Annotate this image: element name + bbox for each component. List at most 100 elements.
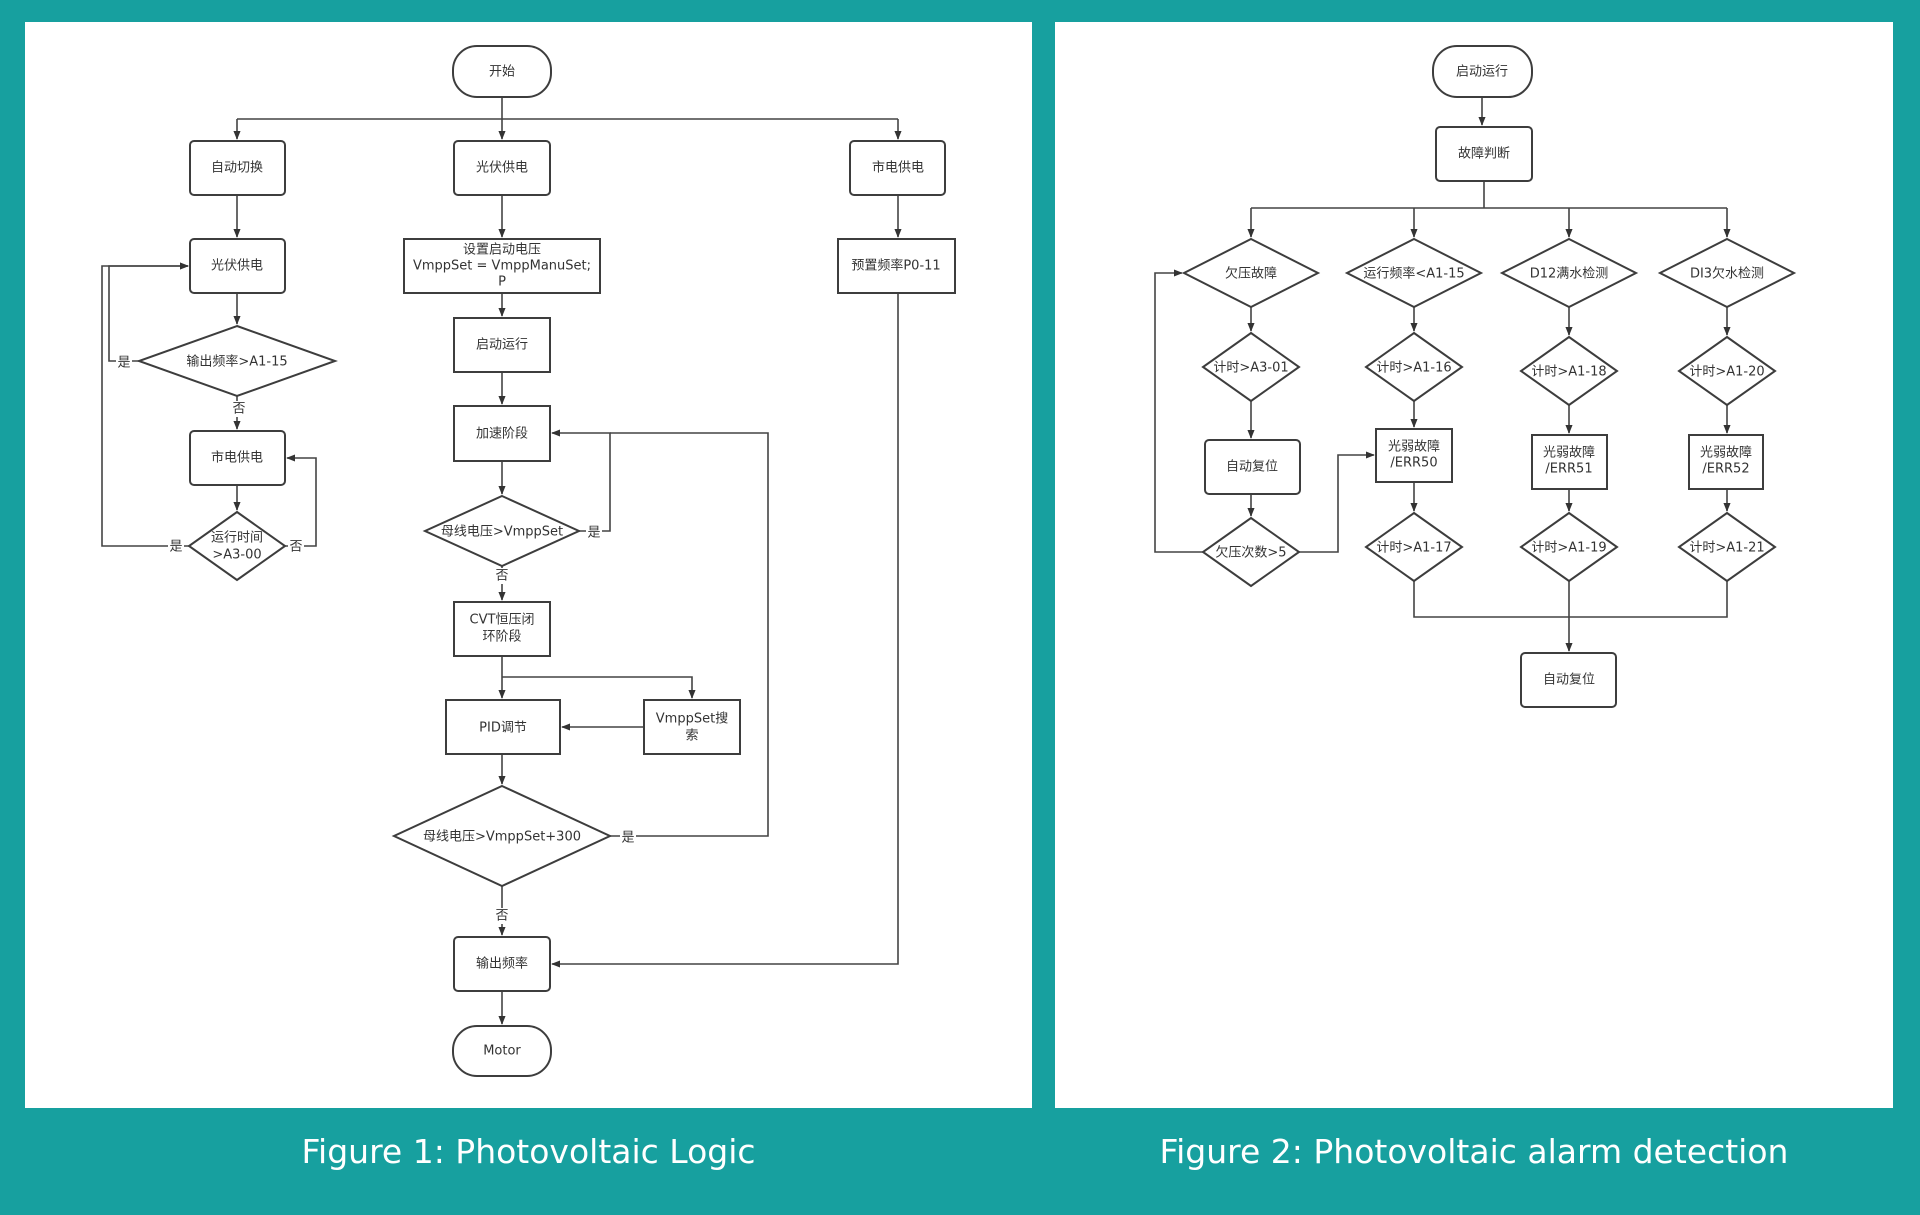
node2-run-freq-check: 运行频率<A1-15 [1344, 237, 1484, 309]
label-freq-no: 否 [232, 402, 245, 417]
node-vmpp-search-label-1: VmppSet搜 [656, 712, 728, 727]
label-bus2-no: 否 [495, 909, 508, 924]
node-set-start-voltage-label-1: 设置启动电压 [463, 243, 541, 258]
node2-auto-reset-final: 自动复位 [1520, 652, 1617, 708]
node2-timer-a1-17: 计时>A1-17 [1364, 511, 1464, 583]
node-set-start-voltage: 设置启动电压 VmppSet = VmppManuSet; P [403, 238, 601, 294]
node2-err52-label-1: 光弱故障 [1700, 446, 1752, 461]
node2-undervoltage-count-label: 欠压次数>5 [1215, 545, 1286, 561]
edge2-merge-line [1413, 581, 1728, 618]
node2-err51-label-2: /ERR51 [1545, 462, 1592, 477]
node-cvt-stage-label-1: CVT恒压闭 [470, 613, 535, 628]
node-accel-stage: 加速阶段 [453, 405, 551, 462]
edge2-count-loop [1154, 269, 1203, 553]
node2-timer-a1-19-label: 计时>A1-19 [1531, 541, 1606, 556]
node2-err51: 光弱故障 /ERR51 [1531, 434, 1608, 490]
node2-undervoltage: 欠压故障 [1181, 237, 1321, 309]
node2-undervoltage-count: 欠压次数>5 [1201, 516, 1301, 588]
node2-start-run: 启动运行 [1432, 45, 1533, 98]
node-start-label: 开始 [489, 65, 515, 80]
label-freq-yes: 是 [117, 356, 130, 371]
node-pv-supply-mid: 光伏供电 [453, 140, 551, 196]
node-cvt-stage: CVT恒压闭 环阶段 [453, 601, 551, 657]
edge-bus2-yes [610, 432, 769, 837]
node-pid: PID调节 [445, 699, 561, 755]
label-runtime-no: 否 [289, 540, 302, 555]
edge2-count-to-err50 [1299, 451, 1375, 553]
label-bus2-yes: 是 [621, 831, 634, 846]
node-pv-supply-left: 光伏供电 [189, 238, 286, 294]
node2-timer-a3-01-label: 计时>A3-01 [1213, 361, 1288, 376]
node2-err52: 光弱故障 /ERR52 [1688, 434, 1764, 490]
node2-fault-judge: 故障判断 [1435, 126, 1533, 182]
figure1-panel [25, 22, 1032, 1108]
node-pid-label: PID调节 [479, 721, 527, 736]
figure1-caption: Figure 1: Photovoltaic Logic [301, 1132, 756, 1171]
label-bus1-yes: 是 [587, 526, 600, 541]
node2-timer-a1-20-label: 计时>A1-20 [1689, 365, 1764, 380]
node-grid-supply-right-label: 市电供电 [872, 160, 924, 176]
figure2-panel [1055, 22, 1893, 1108]
node-cvt-stage-label-2: 环阶段 [482, 630, 521, 645]
node-freq-check-label: 输出频率>A1-15 [186, 354, 287, 370]
node-pv-supply-mid-label: 光伏供电 [476, 161, 528, 176]
node-bus-check1-label: 母线电压>VmppSet [441, 525, 563, 540]
node2-auto-reset-1-label: 自动复位 [1226, 460, 1278, 475]
node-grid-supply-left: 市电供电 [189, 430, 286, 486]
figure1-nodes: 开始 自动切换 光伏供电 市电供电 光伏供电 输出频率>A1-15 市电供电 [136, 45, 956, 1077]
node-bus-check2-label: 母线电压>VmppSet+300 [423, 830, 581, 845]
node2-timer-a1-16-label: 计时>A1-16 [1376, 361, 1451, 376]
node-freq-check: 输出频率>A1-15 [136, 324, 338, 398]
node2-timer-a1-21-label: 计时>A1-21 [1689, 541, 1764, 556]
node2-undervoltage-label: 欠压故障 [1225, 266, 1277, 282]
node2-start-run-label: 启动运行 [1456, 65, 1508, 80]
node-auto-switch-label: 自动切换 [211, 161, 263, 176]
node2-err50: 光弱故障 /ERR50 [1375, 428, 1453, 483]
figure2-caption: Figure 2: Photovoltaic alarm detection [1159, 1132, 1789, 1171]
node2-di3-low-water-label: DI3欠水检测 [1690, 266, 1764, 282]
node-motor: Motor [452, 1025, 552, 1077]
label-bus1-no: 否 [495, 569, 508, 584]
node-bus-check2: 母线电压>VmppSet+300 [391, 784, 613, 888]
node-set-start-voltage-label-2: VmppSet = VmppManuSet; [413, 259, 591, 274]
figure2-nodes: 启动运行 故障判断 欠压故障 运行频率<A1-15 D12满水检测 DI3欠水检… [1181, 45, 1797, 708]
node-set-start-voltage-label-3: P [498, 275, 506, 290]
node2-fault-judge-label: 故障判断 [1458, 147, 1510, 162]
node-vmpp-search: VmppSet搜 索 [643, 699, 741, 755]
node-grid-supply-right: 市电供电 [849, 140, 946, 196]
node2-di2-full-water: D12满水检测 [1499, 237, 1639, 309]
node2-timer-a1-18-label: 计时>A1-18 [1531, 365, 1606, 380]
edge-runtime-no [285, 454, 317, 547]
edge-cvt-to-search [502, 676, 696, 699]
figure1-edge-labels: 是 否 是 否 是 否 是 否 [116, 354, 636, 924]
node2-run-freq-check-label: 运行频率<A1-15 [1363, 266, 1464, 282]
node-runtime-check-label-1: 运行时间 [211, 531, 263, 546]
node2-auto-reset-1: 自动复位 [1204, 439, 1301, 495]
node-preset-freq-label: 预置频率P0-11 [851, 258, 940, 274]
node-grid-supply-left-label: 市电供电 [211, 450, 263, 466]
node2-timer-a1-16: 计时>A1-16 [1364, 331, 1464, 403]
node2-timer-a1-19: 计时>A1-19 [1519, 511, 1619, 583]
node-start-run-label: 启动运行 [476, 338, 528, 353]
edge-preset-to-output [551, 293, 899, 968]
node2-err50-label-1: 光弱故障 [1388, 440, 1440, 455]
figure2-edges [1154, 97, 1731, 652]
node-runtime-check: 运行时间 >A3-00 [187, 510, 287, 582]
node-output-freq: 输出频率 [453, 936, 551, 992]
node2-err51-label-1: 光弱故障 [1543, 446, 1595, 461]
edge-bus1-yes [551, 429, 611, 532]
node2-err50-label-2: /ERR50 [1390, 456, 1437, 471]
node2-di2-full-water-label: D12满水检测 [1530, 267, 1609, 282]
node-motor-label: Motor [483, 1044, 521, 1059]
node-start-run: 启动运行 [453, 317, 551, 373]
node-preset-freq: 预置频率P0-11 [837, 238, 956, 294]
node-accel-stage-label: 加速阶段 [476, 427, 528, 442]
node2-timer-a1-20: 计时>A1-20 [1677, 335, 1777, 407]
node-vmpp-search-label-2: 索 [685, 729, 698, 744]
node2-err52-label-2: /ERR52 [1702, 462, 1749, 477]
node-runtime-check-label-2: >A3-00 [212, 548, 261, 563]
node2-timer-a3-01: 计时>A3-01 [1201, 331, 1301, 403]
node2-auto-reset-final-label: 自动复位 [1543, 673, 1595, 688]
node-output-freq-label: 输出频率 [476, 956, 528, 972]
